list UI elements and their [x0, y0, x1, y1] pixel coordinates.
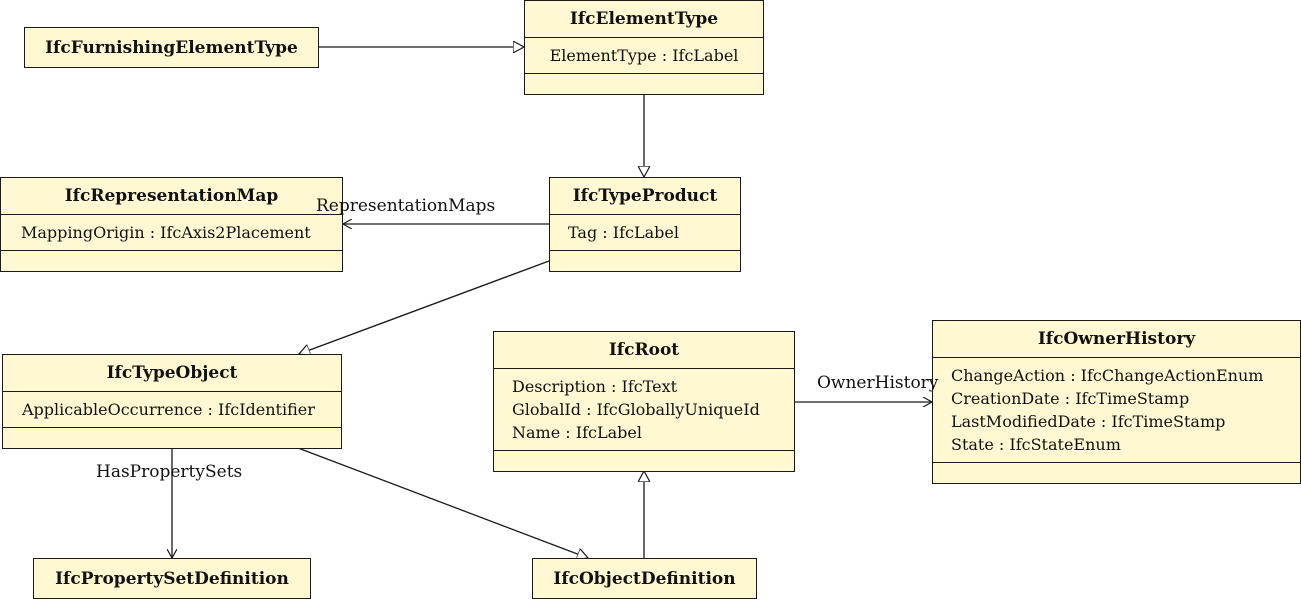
attribute: ApplicableOccurrence : IfcIdentifier — [22, 400, 315, 419]
attribute-list: ElementType : IfcLabel — [525, 38, 763, 74]
class-ifc-furnishing-element-type[interactable]: IfcFurnishingElementType — [24, 27, 319, 68]
label-has-property-sets: HasPropertySets — [96, 462, 243, 482]
class-name: IfcFurnishingElementType — [45, 38, 298, 58]
attribute: Name : IfcLabel — [512, 423, 642, 442]
class-name: IfcObjectDefinition — [553, 569, 736, 589]
attribute-list: MappingOrigin : IfcAxis2Placement — [1, 215, 342, 251]
class-name: IfcElementType — [525, 1, 763, 38]
class-ifc-element-type[interactable]: IfcElementType ElementType : IfcLabel — [524, 0, 764, 95]
class-ifc-root[interactable]: IfcRoot Description : IfcText GlobalId :… — [493, 331, 795, 472]
operation-compartment — [1, 251, 342, 269]
class-name: IfcTypeProduct — [550, 178, 740, 215]
operation-compartment — [550, 251, 740, 269]
class-ifc-type-object[interactable]: IfcTypeObject ApplicableOccurrence : Ifc… — [2, 354, 342, 449]
class-ifc-object-definition[interactable]: IfcObjectDefinition — [532, 558, 757, 599]
attribute: CreationDate : IfcTimeStamp — [951, 389, 1190, 408]
class-name: IfcRepresentationMap — [1, 178, 342, 215]
attribute: ElementType : IfcLabel — [549, 46, 739, 65]
attribute: MappingOrigin : IfcAxis2Placement — [21, 223, 311, 242]
attribute-list: Description : IfcText GlobalId : IfcGlob… — [494, 369, 794, 451]
gen-typeobject-to-objectdefinition — [297, 447, 588, 558]
attribute-list: Tag : IfcLabel — [550, 215, 740, 251]
attribute-list: ChangeAction : IfcChangeActionEnum Creat… — [933, 358, 1300, 463]
class-ifc-owner-history[interactable]: IfcOwnerHistory ChangeAction : IfcChange… — [932, 320, 1301, 484]
label-representation-maps: RepresentationMaps — [316, 196, 496, 216]
class-ifc-property-set-definition[interactable]: IfcPropertySetDefinition — [33, 558, 311, 599]
class-name: IfcOwnerHistory — [933, 321, 1300, 358]
operation-compartment — [3, 428, 341, 446]
label-owner-history: OwnerHistory — [817, 373, 939, 393]
attribute: Description : IfcText — [512, 377, 678, 396]
attribute: State : IfcStateEnum — [951, 435, 1121, 454]
class-name: IfcRoot — [494, 332, 794, 369]
class-name: IfcPropertySetDefinition — [55, 569, 289, 589]
class-ifc-representation-map[interactable]: IfcRepresentationMap MappingOrigin : Ifc… — [0, 177, 343, 272]
attribute: GlobalId : IfcGloballyUniqueId — [512, 400, 760, 419]
class-name: IfcTypeObject — [3, 355, 341, 392]
attribute: LastModifiedDate : IfcTimeStamp — [951, 412, 1226, 431]
operation-compartment — [933, 463, 1300, 481]
attribute: Tag : IfcLabel — [568, 223, 679, 242]
class-ifc-type-product[interactable]: IfcTypeProduct Tag : IfcLabel — [549, 177, 741, 272]
attribute-list: ApplicableOccurrence : IfcIdentifier — [3, 392, 341, 428]
operation-compartment — [494, 451, 794, 469]
gen-typeproduct-to-typeobject — [299, 260, 550, 354]
operation-compartment — [525, 74, 763, 92]
attribute: ChangeAction : IfcChangeActionEnum — [951, 366, 1264, 385]
